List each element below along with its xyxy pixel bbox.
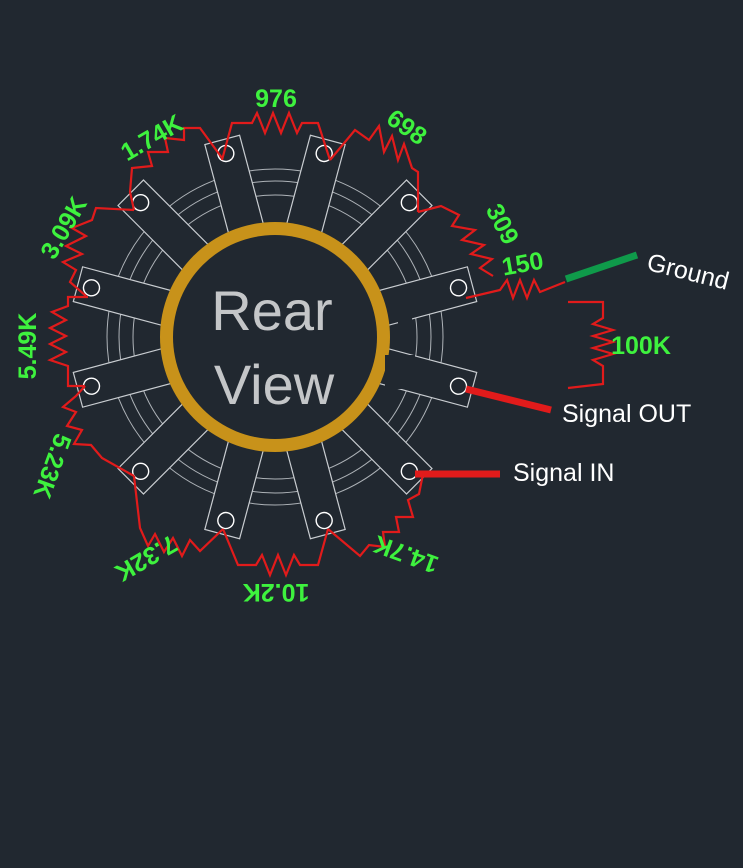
resistor-698 [329, 123, 420, 212]
rotary-switch: Rear View [72, 134, 478, 540]
label-5-49k: 5.49K [14, 313, 42, 380]
shaft: Rear View [160, 222, 415, 452]
label-1-74k: 1.74K [116, 109, 188, 167]
label-3-09k: 3.09K [35, 192, 93, 264]
switch-lug [284, 134, 346, 239]
label-ground: Ground [644, 248, 732, 295]
resistor-5-23k [60, 385, 135, 477]
outer-ring [106, 168, 444, 506]
switch-lug [72, 266, 177, 328]
shaft-notch [385, 355, 415, 389]
lug-hole [400, 193, 419, 212]
switch-lug [204, 134, 266, 239]
switch-lug [373, 266, 478, 328]
resistor-3-09k [60, 206, 135, 297]
lug-hole [449, 279, 468, 297]
lug-tab [284, 134, 346, 239]
lug-tab [72, 346, 177, 408]
resistor-309 [417, 204, 495, 277]
label-10-2k: 10.2K [243, 578, 310, 606]
lug-tab [373, 266, 478, 328]
resistor-150 [465, 276, 566, 302]
resistor-100k [567, 300, 617, 390]
label-100k: 100K [611, 332, 671, 360]
middle-ring [118, 180, 432, 494]
resistor-chain [47, 110, 617, 578]
label-309: 309 [480, 199, 524, 249]
lug-hole [82, 279, 101, 297]
label-5-23k: 5.23K [27, 430, 76, 502]
switch-lug [204, 435, 266, 540]
center-label-rear: Rear [211, 279, 332, 342]
label-976: 976 [255, 85, 297, 113]
center-label-view: View [214, 353, 335, 416]
lug-tab [72, 266, 177, 328]
lug-hole [217, 144, 235, 163]
inner-ring [132, 194, 418, 480]
external-wires [415, 251, 639, 478]
shaft-center [173, 235, 377, 439]
lug-tab [204, 134, 266, 239]
lug-hole [315, 511, 333, 530]
label-150: 150 [500, 247, 546, 282]
switch-lug [72, 346, 177, 408]
resistor-7-32k [132, 475, 224, 559]
lug-hole [217, 511, 235, 530]
resistor-5-49k [47, 295, 88, 388]
shaft-notch-small [398, 295, 412, 331]
signal-out-wire [465, 385, 552, 414]
wire-labels: Ground Signal OUT Signal IN [513, 248, 732, 487]
resistor-14-7k [327, 473, 425, 558]
lug-tab [204, 435, 266, 540]
label-signal-out: Signal OUT [562, 400, 691, 428]
resistor-10-2k [221, 528, 330, 578]
label-signal-in: Signal IN [513, 459, 614, 487]
label-7-32k: 7.32K [110, 529, 182, 587]
lug-tab [284, 435, 346, 540]
resistor-976 [220, 110, 332, 161]
label-14-7k: 14.7K [370, 529, 442, 578]
switch-lug [284, 435, 346, 540]
ground-wire [564, 251, 639, 283]
lug-hole [131, 193, 150, 212]
resistor-1-74k [128, 126, 223, 211]
